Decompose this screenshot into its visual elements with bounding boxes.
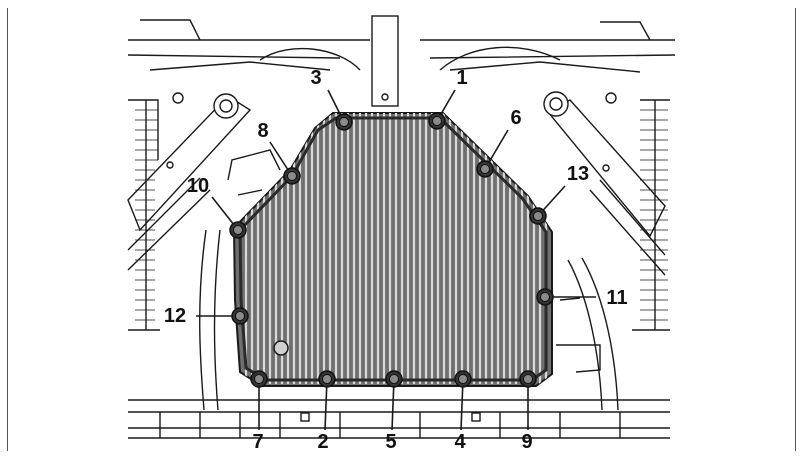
bolt-12: [231, 307, 249, 325]
bolt-13: [529, 207, 547, 225]
callout-label-5: 5: [385, 431, 396, 451]
bolt-4: [454, 370, 472, 388]
callout-label-9: 9: [521, 431, 532, 451]
callout-label-8: 8: [257, 120, 268, 142]
callout-label-12: 12: [164, 305, 186, 327]
oil-pan-fins: [244, 113, 548, 384]
bolt-3: [335, 113, 353, 131]
chassis-background: [127, 15, 676, 439]
bolt-markers: [229, 112, 554, 388]
callout-label-6: 6: [510, 107, 521, 129]
drain-plug: [273, 340, 289, 356]
bolt-9: [519, 370, 537, 388]
oil-pan: [232, 112, 553, 387]
bolt-5: [385, 370, 403, 388]
callout-label-13: 13: [567, 163, 589, 185]
callout-label-2: 2: [317, 431, 328, 451]
callout-label-11: 11: [606, 287, 627, 309]
callout-label-3: 3: [310, 67, 321, 89]
frame-left-rule: [7, 8, 8, 451]
frame-right-rule: [795, 8, 796, 451]
bolt-2: [318, 370, 336, 388]
callout-labels: 1 3 6 8 10 13 11 12 7 2 5 4 9: [164, 67, 628, 453]
callout-label-1: 1: [456, 67, 467, 89]
bolt-1: [428, 112, 446, 130]
bolt-11: [536, 288, 554, 306]
bolt-6: [476, 160, 494, 178]
bolt-8: [283, 167, 301, 185]
callout-label-10: 10: [187, 175, 209, 197]
bolt-7: [250, 370, 268, 388]
callout-label-4: 4: [454, 431, 466, 451]
callout-label-7: 7: [252, 431, 263, 451]
bolt-10: [229, 221, 247, 239]
